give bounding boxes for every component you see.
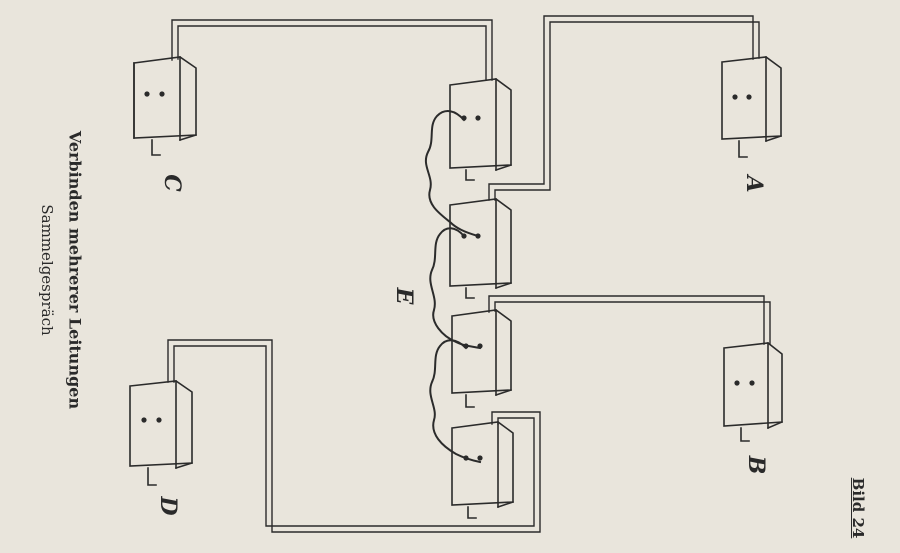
line-a-to-exchange [488,15,760,201]
caption-title: Verbinden mehrerer Leitungen [65,130,85,410]
node-label-d: D [155,496,181,516]
line-b-to-exchange [488,295,771,345]
line-d-to-exchange [167,339,541,533]
telephone-box-c [133,56,198,156]
node-label-c: C [159,174,185,192]
telephone-box-b [723,342,784,442]
exchange-box-1 [449,78,513,181]
node-label-a: A [741,175,767,193]
line-c-to-exchange [171,19,493,81]
node-label-b: B [743,455,769,475]
exchange-box-4 [451,421,515,519]
exchange-box-3 [451,309,513,408]
telephone-box-a [721,56,783,158]
caption-subtitle: Sammelgespräch [38,204,56,336]
patch-cords [424,110,482,464]
node-label-e: E [391,287,417,305]
exchange-box-2 [449,198,513,299]
telephone-box-d [129,380,194,486]
figure-label: Bild 24 [849,477,867,539]
